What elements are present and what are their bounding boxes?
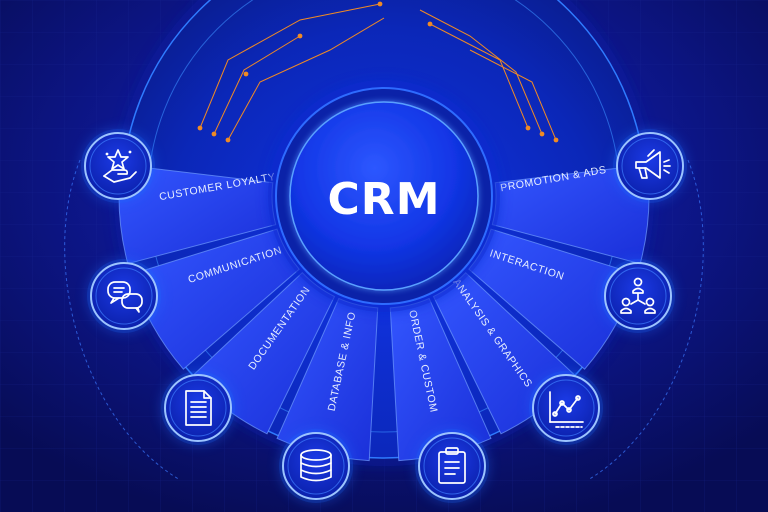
document-icon bbox=[161, 371, 235, 445]
hub-title: CRM bbox=[328, 174, 441, 225]
orbit-connector-right bbox=[587, 159, 704, 481]
circuit-nodes bbox=[197, 1, 559, 143]
orbit-connector-left bbox=[64, 159, 181, 481]
chat-bubbles-icon bbox=[87, 259, 161, 333]
clipboard-icon bbox=[415, 429, 489, 503]
database-icon bbox=[279, 429, 353, 503]
hand-star-icon bbox=[81, 129, 155, 203]
people-network-icon bbox=[601, 259, 675, 333]
line-chart-icon bbox=[529, 371, 603, 445]
segment-icons bbox=[81, 129, 687, 503]
circuit-lines bbox=[199, 3, 557, 141]
megaphone-icon bbox=[613, 129, 687, 203]
hub-core bbox=[289, 101, 479, 291]
